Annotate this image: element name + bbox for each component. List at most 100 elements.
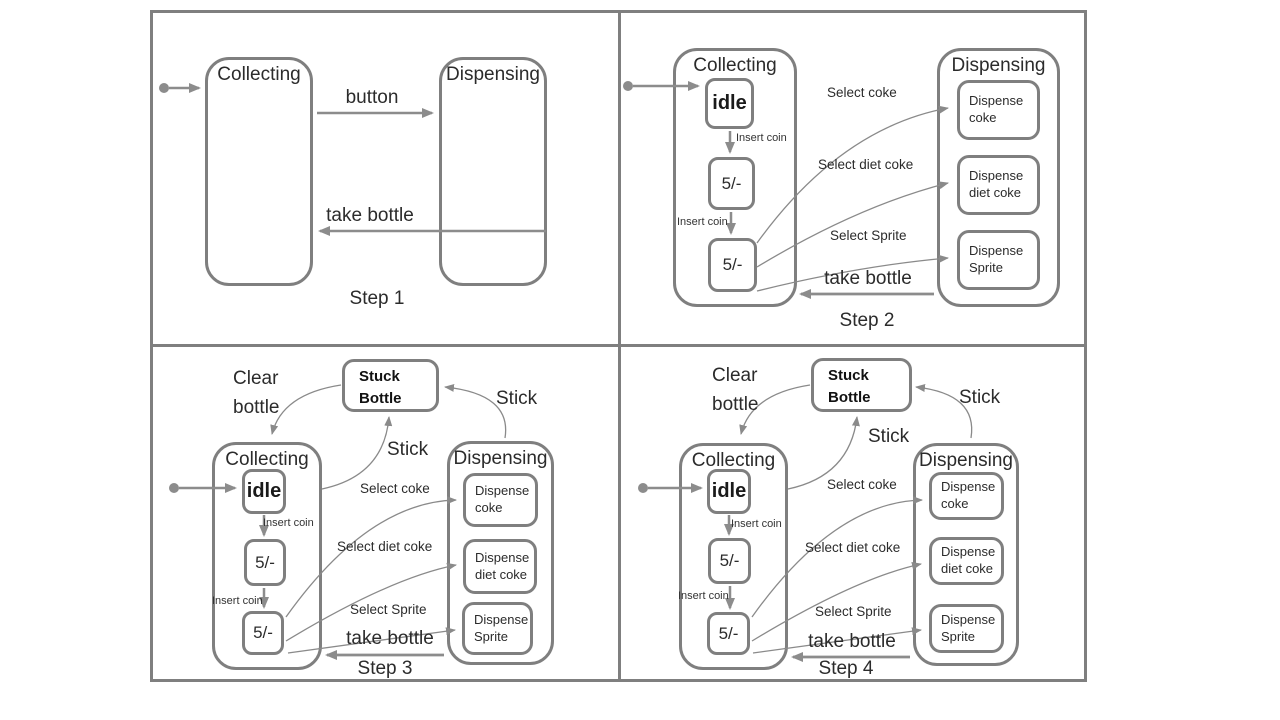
substate-five-2-label-step3: 5/- [253,623,273,642]
state-stuck-bottle-label-step3: Stuck Bottle [359,368,402,407]
arrow-stick-from-dispensing-step4 [915,384,973,439]
substate-dispense-sprite-step4: Dispense Sprite [929,604,1004,653]
substate-dispense-coke-step2: Dispense coke [957,80,1040,140]
transition-label-select-sprite-step3: Select Sprite [350,602,427,617]
substate-idle-step3: idle [242,469,286,514]
arrow-stick-from-dispensing-step3 [444,383,507,439]
transition-label-take-bottle-step4: take bottle [808,631,896,652]
substate-five-2-label-step4: 5/- [718,623,739,643]
substate-dispense-sprite-label-step2: Dispense Sprite [969,243,1024,275]
arrow-select-sprite-step4 [752,627,922,654]
substate-dispense-sprite-label-step3: Dispense Sprite [474,611,529,644]
transition-label-take-bottle-step2: take bottle [824,268,912,289]
substate-idle-label-step2: idle [712,92,747,114]
substate-five-2-step4: 5/- [707,612,750,655]
state-title-dispensing-step1: Dispensing [446,64,540,85]
transition-label-select-coke-step2: Select coke [827,85,897,100]
state-title-collecting-step1: Collecting [217,64,301,85]
substate-dispense-diet-coke-step2: Dispense diet coke [957,155,1040,215]
transition-label-take-bottle-step3: take bottle [346,628,434,649]
transition-label-insert-coin-1-step3: Insert coin [263,517,314,529]
substate-five-1-step3: 5/- [244,539,286,586]
substate-five-2-step2: 5/- [708,238,757,292]
substate-idle-step2: idle [705,78,754,129]
substate-dispense-diet-coke-step4: Dispense diet coke [929,537,1004,585]
initial-state-dot-step2 [623,81,633,91]
caption-step3: Step 3 [357,658,413,679]
state-title-collecting-step4: Collecting [691,450,776,471]
transition-label-insert-coin-1-step2: Insert coin [736,132,787,144]
substate-dispense-sprite-step2: Dispense Sprite [957,230,1040,290]
arrow-select-diet-coke-step3 [285,562,457,642]
substate-idle-label-step4: idle [711,480,747,502]
substate-five-1-label-step2: 5/- [721,173,742,193]
substate-dispense-diet-coke-label-step4: Dispense diet coke [941,544,996,576]
substate-five-1-step4: 5/- [708,538,751,584]
state-title-collecting-step2: Collecting [693,55,777,76]
substate-dispense-diet-coke-label-step2: Dispense diet coke [969,168,1024,200]
substate-five-2-step3: 5/- [242,611,284,655]
state-dispensing-step1: Dispensing [439,57,547,286]
transition-label-select-diet-coke-step4: Select diet coke [805,540,901,555]
substate-dispense-diet-coke-label-step3: Dispense diet coke [475,549,530,582]
arrow-select-diet-coke-step4 [751,561,922,642]
substate-idle-label-step3: idle [246,480,282,502]
state-title-dispensing-step3: Dispensing [453,448,548,469]
substate-dispense-sprite-step3: Dispense Sprite [462,602,533,655]
arrow-stick-from-collecting-step3 [321,416,393,490]
transition-label-clear-bottle-step3: Clear bottle [233,368,280,418]
arrow-select-coke-step2 [756,105,949,244]
substate-idle-step4: idle [707,469,751,514]
transition-label-insert-coin-2-step2: Insert coin [677,216,728,228]
caption-step2: Step 2 [839,310,895,331]
initial-state-dot-step1 [159,83,169,93]
state-title-dispensing-step2: Dispensing [951,55,1046,76]
initial-state-dot-step3 [169,483,179,493]
arrow-clear-bottle-step3 [270,384,342,435]
substate-dispense-coke-step3: Dispense coke [463,473,538,527]
transition-label-stick-from-collecting-step3: Stick [387,439,429,460]
state-collecting-step1: Collecting [205,57,313,286]
transition-label-insert-coin-2-step4: Insert coin [678,590,729,602]
arrow-select-diet-coke-step2 [756,181,949,268]
transition-label-insert-coin-1-step4: Insert coin [731,518,782,530]
substate-dispense-coke-label-step3: Dispense coke [475,483,530,515]
transition-label-stick-from-collecting-step4: Stick [868,426,910,447]
transition-label-insert-coin-2-step3: Insert coin [212,595,263,607]
state-title-collecting-step3: Collecting [225,449,309,470]
substate-five-2-label-step2: 5/- [722,255,743,274]
transition-label-button-step1: button [345,87,399,108]
substate-five-1-label-step4: 5/- [719,551,740,570]
arrow-select-sprite-step2 [756,254,949,292]
state-stuck-bottle-step4: Stuck Bottle [811,358,912,412]
transition-label-take-bottle-step1: take bottle [326,205,414,226]
substate-five-1-step2: 5/- [708,157,755,210]
substate-dispense-diet-coke-step3: Dispense diet coke [463,539,537,594]
panel-divider-horizontal [150,344,1087,347]
arrow-select-sprite-step3 [287,627,456,654]
substate-dispense-sprite-label-step4: Dispense Sprite [941,611,996,644]
substate-dispense-coke-step4: Dispense coke [929,472,1004,520]
caption-step4: Step 4 [818,658,874,679]
substate-dispense-coke-label-step4: Dispense coke [941,479,996,511]
transition-label-select-diet-coke-step3: Select diet coke [337,539,433,554]
transition-label-select-sprite-step2: Select Sprite [830,228,907,243]
state-stuck-bottle-label-step4: Stuck Bottle [828,367,871,406]
state-title-dispensing-step4: Dispensing [919,450,1013,471]
initial-state-dot-step4 [638,483,648,493]
substate-five-1-label-step3: 5/- [255,552,275,572]
transition-label-stick-from-dispensing-step3: Stick [496,388,538,409]
transition-label-stick-from-dispensing-step4: Stick [959,387,1001,408]
transition-label-select-coke-step4: Select coke [827,477,897,492]
substate-dispense-coke-label-step2: Dispense coke [969,93,1024,125]
transition-label-clear-bottle-step4: Clear bottle [712,365,759,415]
arrow-stick-from-collecting-step4 [787,416,860,490]
transition-label-select-coke-step3: Select coke [360,481,430,496]
arrow-clear-bottle-step4 [739,384,811,435]
caption-step1: Step 1 [349,288,405,309]
transition-label-select-sprite-step4: Select Sprite [815,604,892,619]
transition-label-select-diet-coke-step2: Select diet coke [818,157,914,172]
state-stuck-bottle-step3: Stuck Bottle [342,359,439,412]
